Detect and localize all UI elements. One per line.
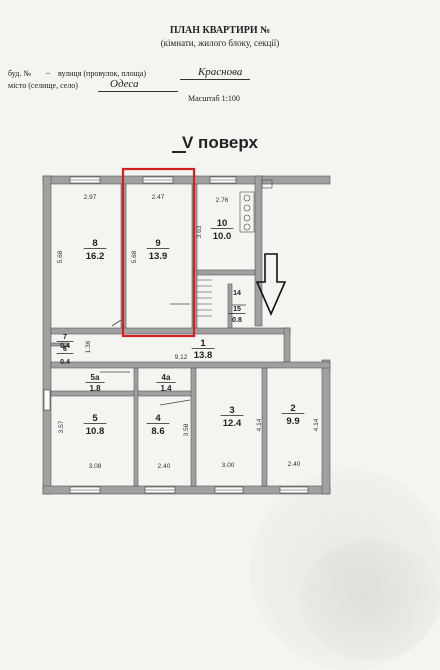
wall <box>42 175 52 495</box>
wall <box>196 269 256 276</box>
room-area-5: 10.8 <box>86 426 105 437</box>
wall <box>227 283 233 333</box>
dimension-label: 5.68 <box>57 250 64 263</box>
floor-label-text: V поверх <box>181 133 258 152</box>
room-number-7: 7 <box>63 334 67 341</box>
dimension-label: 3.57 <box>58 420 65 433</box>
street-label: вулиця (провулок, площа) <box>58 69 147 78</box>
dimension-label: 4.14 <box>313 418 320 431</box>
room-area-4: 8.6 <box>151 426 164 437</box>
room-number-9: 9 <box>155 238 160 249</box>
window <box>43 389 51 411</box>
room-area-8: 16.2 <box>86 251 105 262</box>
room-number-14: 14 <box>233 290 241 297</box>
room-area-6: 0.4 <box>60 359 70 366</box>
room-number-1: 1 <box>200 338 206 349</box>
paper-stain <box>250 470 440 670</box>
room-number-3: 3 <box>229 405 234 416</box>
dimension-label: 2.47 <box>152 194 165 201</box>
room-area-15: 0.8 <box>232 317 242 324</box>
dimension-label: 3.58 <box>183 423 190 436</box>
kitchen-stove <box>239 191 255 233</box>
wall <box>50 327 291 335</box>
scale-label: Масштаб 1:100 <box>188 94 240 103</box>
building-number: _ <box>46 66 50 75</box>
dimension-label: 1.36 <box>85 340 92 353</box>
dimension-label: 9.12 <box>175 354 188 361</box>
wall <box>50 342 70 347</box>
plan-title: ПЛАН КВАРТИРИ № <box>169 25 271 36</box>
room-number-2: 2 <box>290 403 295 414</box>
wall <box>133 367 139 487</box>
room-number-8: 8 <box>92 238 97 249</box>
dimension-label: 3.00 <box>222 462 235 469</box>
wall <box>190 367 197 487</box>
street-underline <box>180 79 250 80</box>
room-number-5a: 5a <box>91 373 100 382</box>
room-area-7: 0.4 <box>60 343 70 350</box>
room-area-3: 12.4 <box>223 418 242 429</box>
room-area-4a: 1.4 <box>160 384 172 393</box>
room-number-6: 6 <box>63 346 67 353</box>
room-number-10: 10 <box>217 218 228 229</box>
room-number-5: 5 <box>92 413 98 424</box>
room-area-1: 13.8 <box>194 350 213 361</box>
building-label: буд. № <box>8 69 31 78</box>
dimension-label: 2.97 <box>84 194 97 201</box>
city-value: Одеса <box>110 78 139 90</box>
floor-label-underline <box>172 151 186 153</box>
stairs <box>197 279 212 317</box>
dimension-label: 2.40 <box>288 461 301 468</box>
floor-label: V поверх <box>0 133 440 153</box>
paper-stain <box>300 540 440 660</box>
wall <box>50 390 196 397</box>
down-arrow-icon <box>255 253 287 316</box>
plan-subtitle: (кімнати, жилого блоку, секції) <box>160 38 280 48</box>
street-value: Краснова <box>198 66 243 78</box>
wall <box>283 327 291 363</box>
dimension-label: 2.40 <box>158 463 171 470</box>
wall <box>261 367 268 487</box>
balcony <box>261 179 273 189</box>
wall <box>50 361 331 369</box>
dimension-label: 4.14 <box>256 418 263 431</box>
dimension-label: 3.08 <box>89 463 102 470</box>
dimension-label: 5.68 <box>131 250 138 263</box>
city-label: місто (селище, село) <box>8 81 78 90</box>
dimension-label: 2.76 <box>216 197 229 204</box>
room-number-4: 4 <box>155 413 161 424</box>
room-number-4a: 4a <box>162 373 171 382</box>
wall <box>254 175 263 327</box>
city-underline <box>98 91 178 92</box>
room-area-5a: 1.8 <box>89 384 101 393</box>
room-number-15: 15 <box>233 306 241 313</box>
highlight-room-9 <box>121 167 196 338</box>
wall <box>321 359 331 495</box>
room-area-2: 9.9 <box>286 416 299 427</box>
room-area-10: 10.0 <box>213 231 232 242</box>
dimension-label: 3.63 <box>196 225 203 238</box>
room-area-9: 13.9 <box>149 251 168 262</box>
